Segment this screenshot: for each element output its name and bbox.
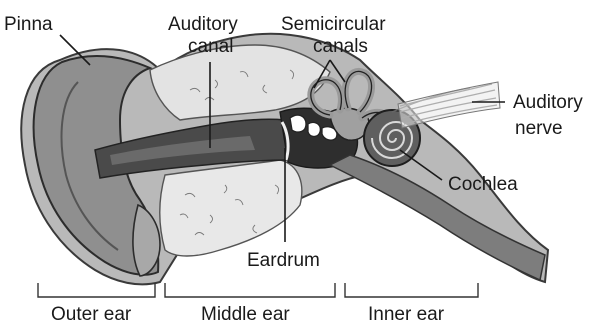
label-auditory-canal-1: Auditory	[168, 14, 238, 35]
label-pinna: Pinna	[4, 14, 53, 35]
label-auditory-nerve-1: Auditory	[513, 92, 583, 113]
label-cochlea: Cochlea	[448, 174, 518, 195]
bracket-middle-ear	[165, 283, 335, 297]
bracket-inner-ear	[345, 283, 478, 297]
section-brackets	[38, 283, 478, 297]
label-semicircular-2: canals	[313, 36, 368, 57]
label-semicircular-1: Semicircular	[281, 14, 386, 35]
section-label-inner-ear: Inner ear	[368, 304, 445, 325]
label-auditory-nerve-2: nerve	[515, 118, 563, 139]
section-label-middle-ear: Middle ear	[201, 304, 290, 325]
label-auditory-canal-2: canal	[188, 36, 233, 57]
label-eardrum: Eardrum	[247, 250, 320, 271]
section-label-outer-ear: Outer ear	[51, 304, 132, 325]
